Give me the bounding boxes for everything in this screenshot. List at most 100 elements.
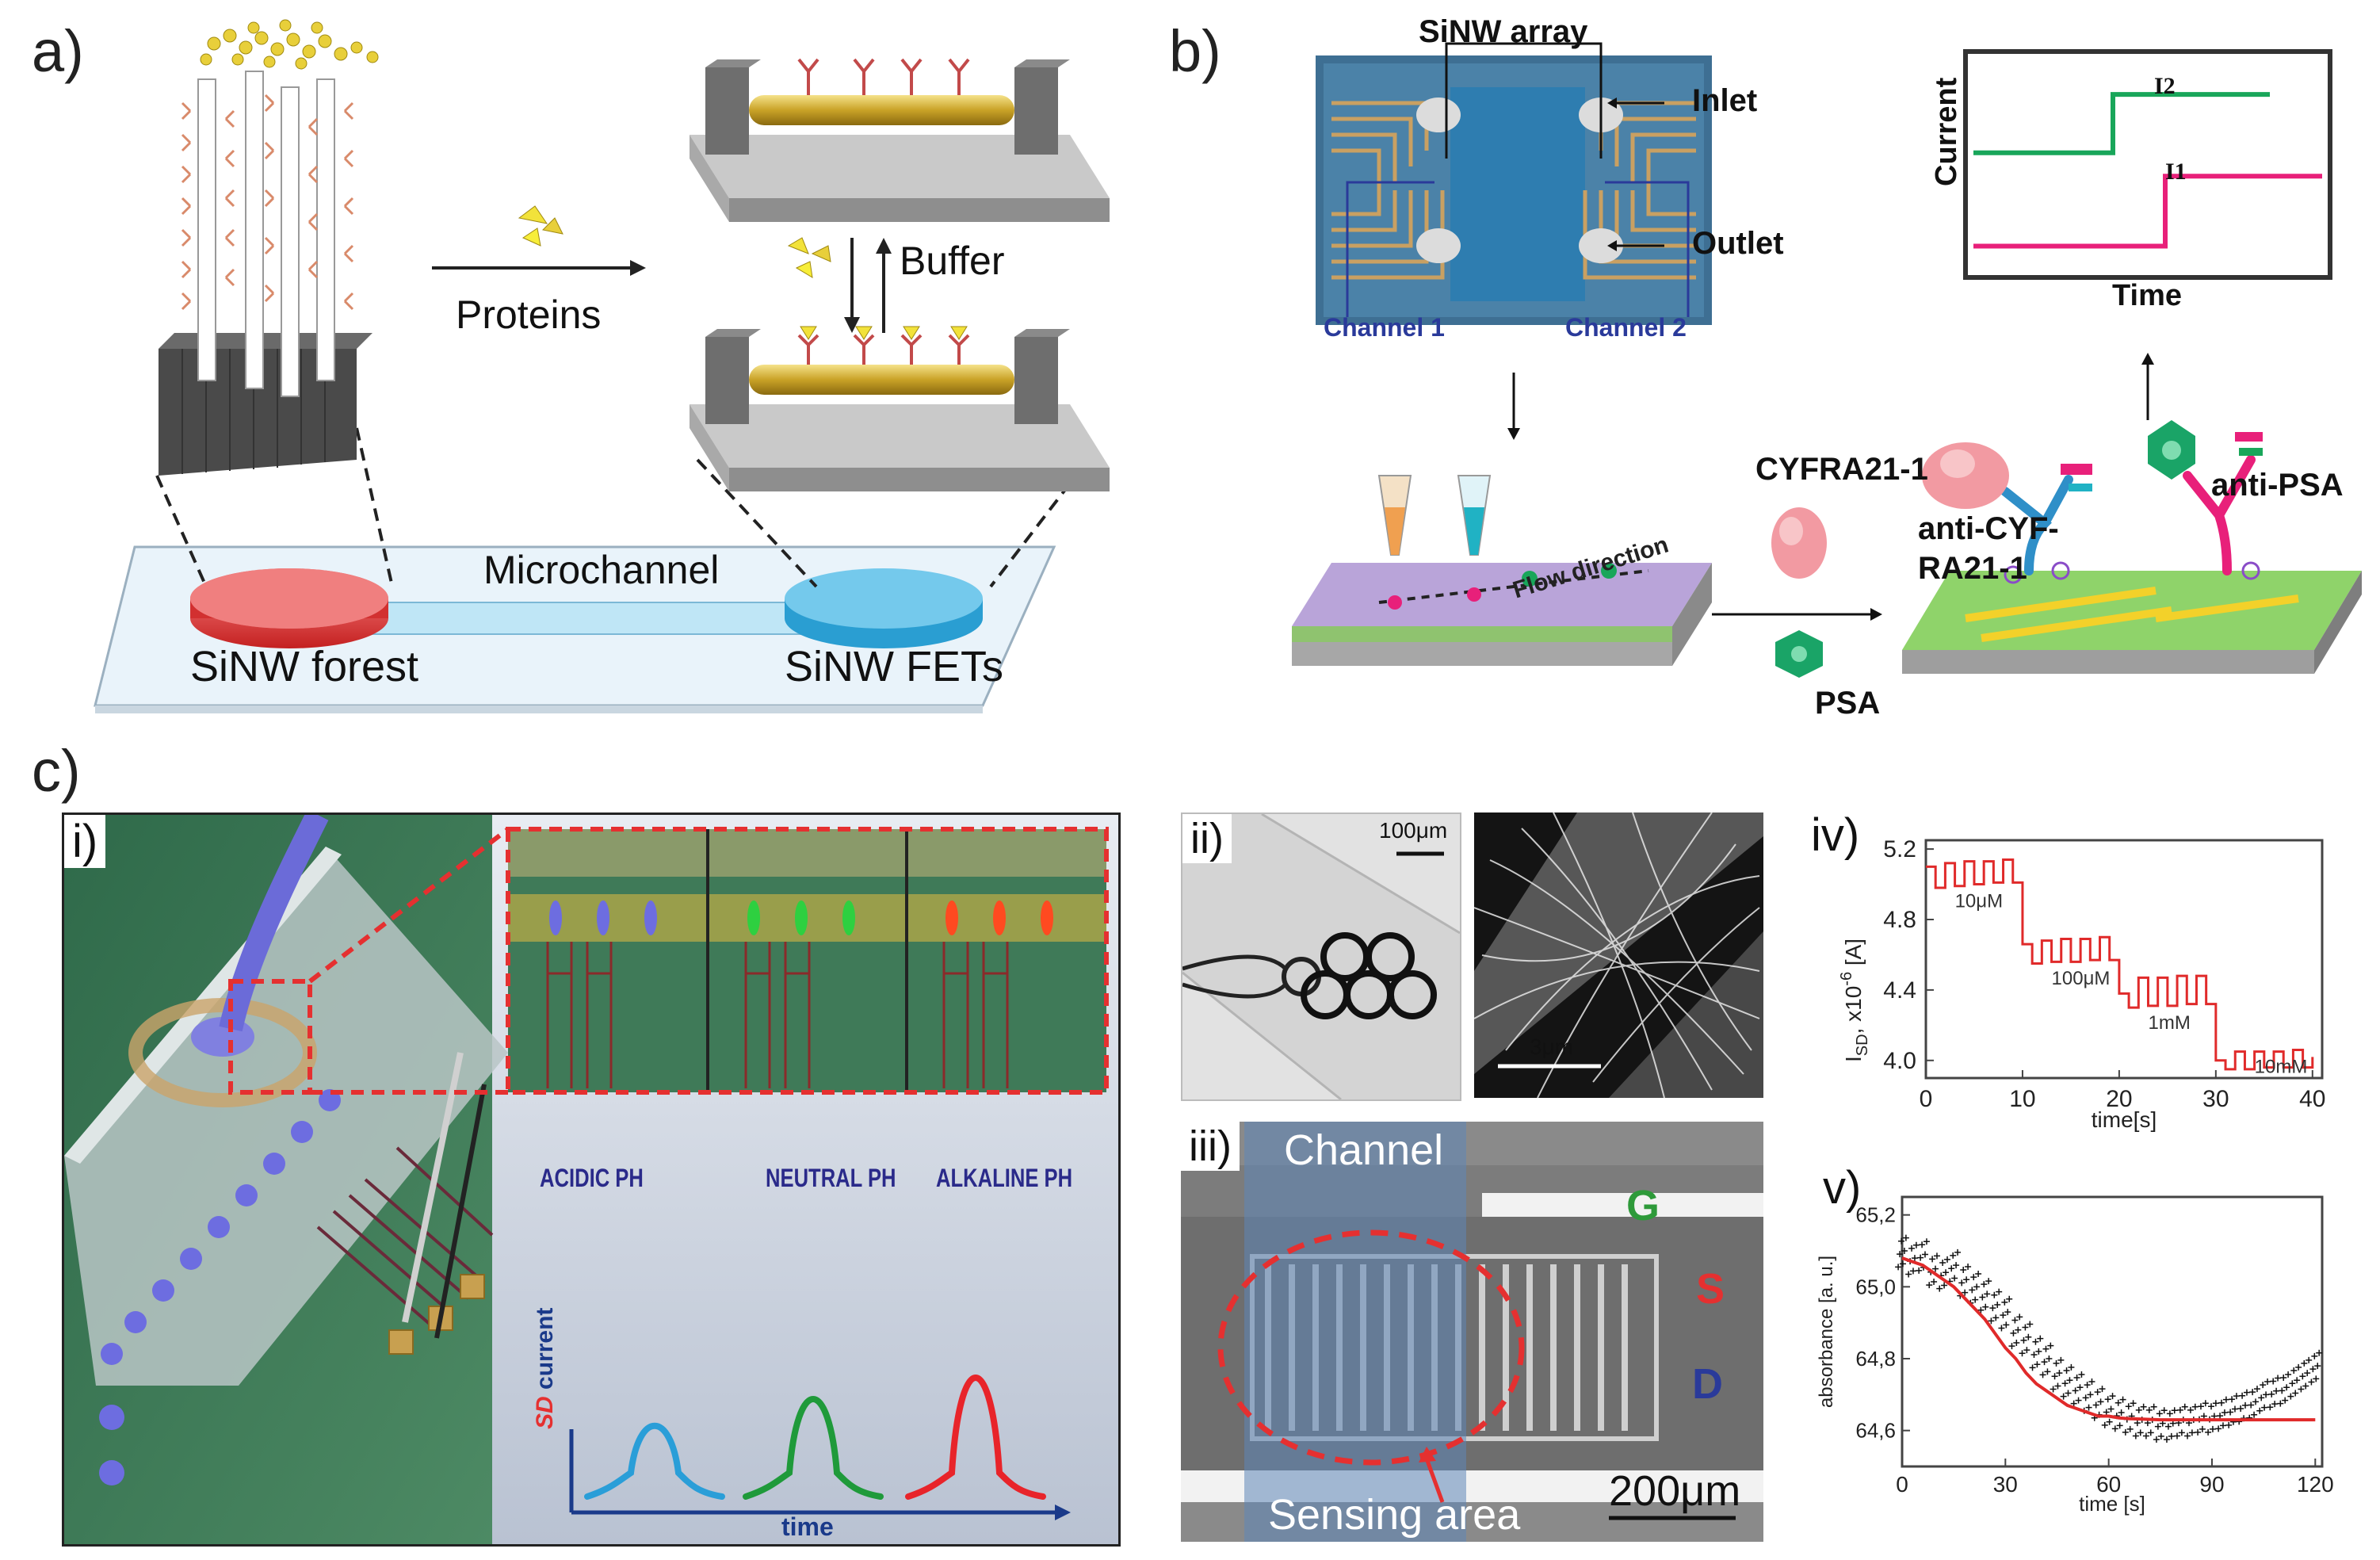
cyfra-label: CYFRA21-1 xyxy=(1755,452,1928,487)
v-point xyxy=(2285,1371,2292,1378)
v-point xyxy=(2168,1432,2175,1440)
v-point xyxy=(2057,1356,2065,1363)
v-point xyxy=(2279,1387,2286,1394)
panel-c-letter: c) xyxy=(32,738,81,804)
iv-ylabel-sd: SD xyxy=(1854,1034,1871,1056)
v-point xyxy=(2292,1390,2299,1397)
v-point xyxy=(2126,1425,2134,1432)
scale-200um: 200μm xyxy=(1609,1467,1741,1515)
v-point xyxy=(2020,1336,2027,1344)
v-point xyxy=(2225,1421,2233,1428)
v-xtick-label: 0 xyxy=(1896,1472,1908,1497)
v-point xyxy=(1979,1294,1986,1301)
alkaline-ph-label: ALKALINE PH xyxy=(936,1164,1073,1192)
v-point xyxy=(2073,1375,2080,1382)
v-point xyxy=(1981,1281,1988,1288)
v-point xyxy=(2199,1425,2206,1432)
v-point xyxy=(2006,1295,2013,1302)
channel-2-label: Channel 2 xyxy=(1565,313,1687,342)
v-point xyxy=(2304,1370,2311,1377)
v-point xyxy=(2163,1436,2170,1443)
v-point xyxy=(2202,1400,2209,1407)
v-point xyxy=(2060,1393,2067,1400)
v-xlabel: time [s] xyxy=(2079,1492,2145,1516)
v-point xyxy=(1936,1285,1943,1292)
v-point xyxy=(2195,1428,2202,1436)
v-point xyxy=(1994,1302,2001,1308)
v-point xyxy=(2306,1356,2313,1363)
v-point xyxy=(2153,1436,2160,1443)
v-point xyxy=(1898,1237,1905,1245)
v-point xyxy=(2208,1403,2215,1410)
v-point xyxy=(1905,1271,1912,1278)
buffer-label: Buffer xyxy=(900,239,1005,283)
v-point xyxy=(2205,1428,2212,1436)
v-point xyxy=(2111,1425,2118,1432)
v-xtick-label: 30 xyxy=(1993,1472,2018,1497)
source-label: S xyxy=(1696,1265,1725,1313)
v-point xyxy=(2134,1420,2141,1427)
v-point xyxy=(2066,1377,2073,1384)
v-point xyxy=(2023,1347,2030,1354)
v-point xyxy=(2154,1423,2161,1430)
v-point xyxy=(2135,1406,2142,1413)
v-point xyxy=(2034,1361,2041,1368)
v-point xyxy=(1951,1275,1958,1282)
iv-xtick-label: 20 xyxy=(2106,1086,2132,1112)
v-point xyxy=(2277,1400,2284,1407)
ph-time-xlabel: time xyxy=(781,1512,834,1541)
v-point xyxy=(1996,1288,2003,1295)
v-point xyxy=(1901,1248,1908,1254)
panel-b-letter: b) xyxy=(1169,18,1221,84)
v-point xyxy=(1923,1238,1930,1245)
panel-c-ii: ii) 100μm xyxy=(1181,812,1461,1101)
v-point xyxy=(2275,1375,2282,1382)
v-point xyxy=(1989,1305,1996,1312)
v-point xyxy=(2209,1425,2216,1432)
v-point xyxy=(2032,1338,2039,1345)
v-point xyxy=(1941,1282,1948,1289)
iv-xtick-label: 10 xyxy=(2009,1086,2035,1112)
v-point xyxy=(2025,1333,2032,1340)
v-point xyxy=(2156,1410,2163,1417)
v-point xyxy=(2271,1401,2279,1408)
v-point xyxy=(1897,1251,1904,1258)
v-point xyxy=(2044,1368,2051,1375)
v-point xyxy=(2298,1386,2305,1393)
current-label: current xyxy=(532,1307,558,1397)
v-point xyxy=(2125,1403,2132,1410)
v-point xyxy=(2051,1373,2058,1380)
iv-ylabel-mult: , x10 xyxy=(1841,986,1866,1034)
v-point xyxy=(2029,1364,2036,1371)
v-point xyxy=(2181,1403,2188,1410)
v-point xyxy=(2097,1398,2104,1405)
v-point xyxy=(2217,1413,2224,1420)
v-point xyxy=(2011,1317,2019,1324)
v-point xyxy=(2046,1355,2053,1362)
v-point xyxy=(2233,1393,2240,1400)
v-point xyxy=(1910,1268,1917,1275)
v-point xyxy=(2056,1370,2063,1377)
iv-ylabel-unit: [A] xyxy=(1841,939,1866,972)
inlet-label: Inlet xyxy=(1692,83,1758,118)
v-point xyxy=(2248,1401,2255,1409)
inset-series-I2 xyxy=(1973,92,2270,155)
v-fit-line xyxy=(1901,1256,2316,1422)
iv-xtick-label: 30 xyxy=(2202,1086,2229,1112)
c-iii-label: iii) xyxy=(1181,1122,1240,1171)
iv-xtick-label: 40 xyxy=(2299,1086,2325,1112)
v-point xyxy=(2000,1312,2007,1319)
i2-label: I2 xyxy=(2154,73,2176,99)
v-point xyxy=(2221,1409,2228,1416)
panel-c-iii: iii) Channel Sensing area G S D 200μm xyxy=(1181,1122,1763,1542)
current-time-inset xyxy=(1963,49,2332,280)
v-point xyxy=(2295,1363,2302,1371)
sinw-fets-label: SiNW FETs xyxy=(785,643,1003,690)
iv-ylabel-exp: -6 xyxy=(1838,972,1855,986)
v-point xyxy=(2087,1391,2094,1398)
v-point xyxy=(2270,1378,2277,1385)
iv-xlabel: time[s] xyxy=(2092,1107,2157,1132)
microchannel-label: Microchannel xyxy=(483,548,720,592)
v-point xyxy=(2075,1397,2082,1404)
v-point xyxy=(2092,1401,2099,1409)
